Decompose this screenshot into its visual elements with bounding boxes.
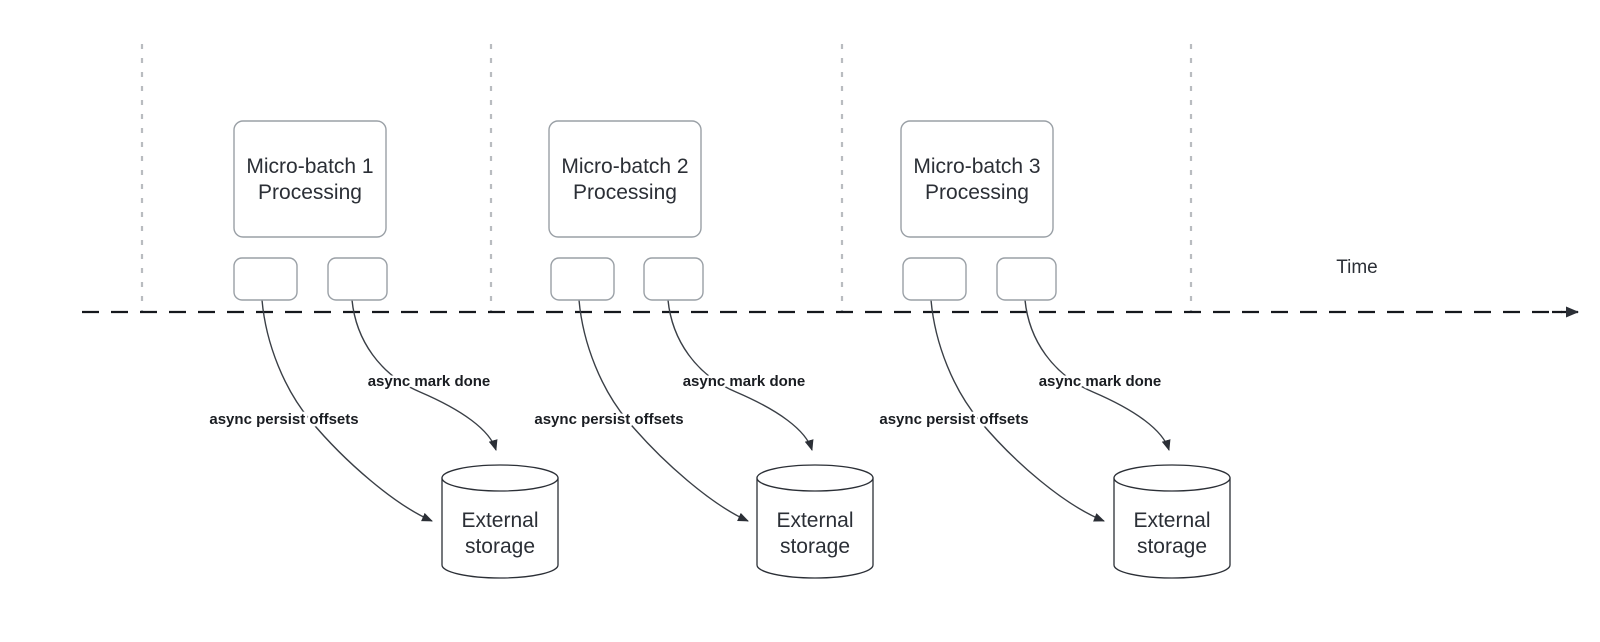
external-storage-label-line2: storage [465,535,535,558]
async-persist-offsets-label: async persist offsets [879,411,1028,428]
async-persist-offsets-label-halo: async persist offsets [209,411,358,428]
micro-batch-process-box[interactable] [900,120,1054,238]
async-mark-done-connector [667,299,814,451]
micro-batch-process-box[interactable] [548,120,702,238]
async-persist-offsets-label: async persist offsets [209,411,358,428]
external-storage-label-line1: External [461,509,538,532]
async-persist-offsets-label-halo: async persist offsets [534,411,683,428]
async-mark-done-label-halo: async mark done [1039,373,1162,390]
async-persist-offsets-connector [578,299,749,522]
mark-done-task-box[interactable] [327,257,388,301]
async-mark-done-label: async mark done [368,373,491,390]
external-storage-label-line1: External [1133,509,1210,532]
external-storage-cylinder-top [1113,464,1231,492]
micro-batch-process-label-line2: Processing [925,181,1029,204]
external-storage-cylinder-top [441,464,559,492]
async-persist-offsets-connector [261,299,433,522]
micro-batch-process-label-line1: Micro-batch 2 [561,155,688,178]
external-storage-cylinder-body[interactable] [441,477,559,579]
persist-offsets-task-box[interactable] [550,257,615,301]
async-mark-done-label-halo: async mark done [368,373,491,390]
async-mark-done-label: async mark done [1039,373,1162,390]
async-mark-done-connector [1024,299,1171,451]
external-storage-cylinder-body[interactable] [1113,477,1231,579]
batch-boundary-guidelines [140,44,1193,312]
external-storage-label-line1: External [776,509,853,532]
time-axis-label: Time [1336,257,1378,278]
persist-offsets-task-box[interactable] [233,257,298,301]
persist-offsets-task-box[interactable] [902,257,967,301]
external-storage-cylinder-top [756,464,874,492]
external-storage-cylinder-body[interactable] [756,477,874,579]
micro-batch-process-label-line2: Processing [573,181,677,204]
micro-batch-process-label-line1: Micro-batch 1 [246,155,373,178]
async-mark-done-label: async mark done [683,373,806,390]
mark-done-task-box[interactable] [643,257,704,301]
micro-batch-process-box[interactable] [233,120,387,238]
micro-batch-process-label-line1: Micro-batch 3 [913,155,1040,178]
external-storage-label-line2: storage [1137,535,1207,558]
async-mark-done-connector [351,299,498,451]
async-persist-offsets-label-halo: async persist offsets [879,411,1028,428]
async-mark-done-label-halo: async mark done [683,373,806,390]
mark-done-task-box[interactable] [996,257,1057,301]
async-persist-offsets-connector [930,299,1105,522]
micro-batch-process-label-line2: Processing [258,181,362,204]
external-storage-label-line2: storage [780,535,850,558]
async-persist-offsets-label: async persist offsets [534,411,683,428]
